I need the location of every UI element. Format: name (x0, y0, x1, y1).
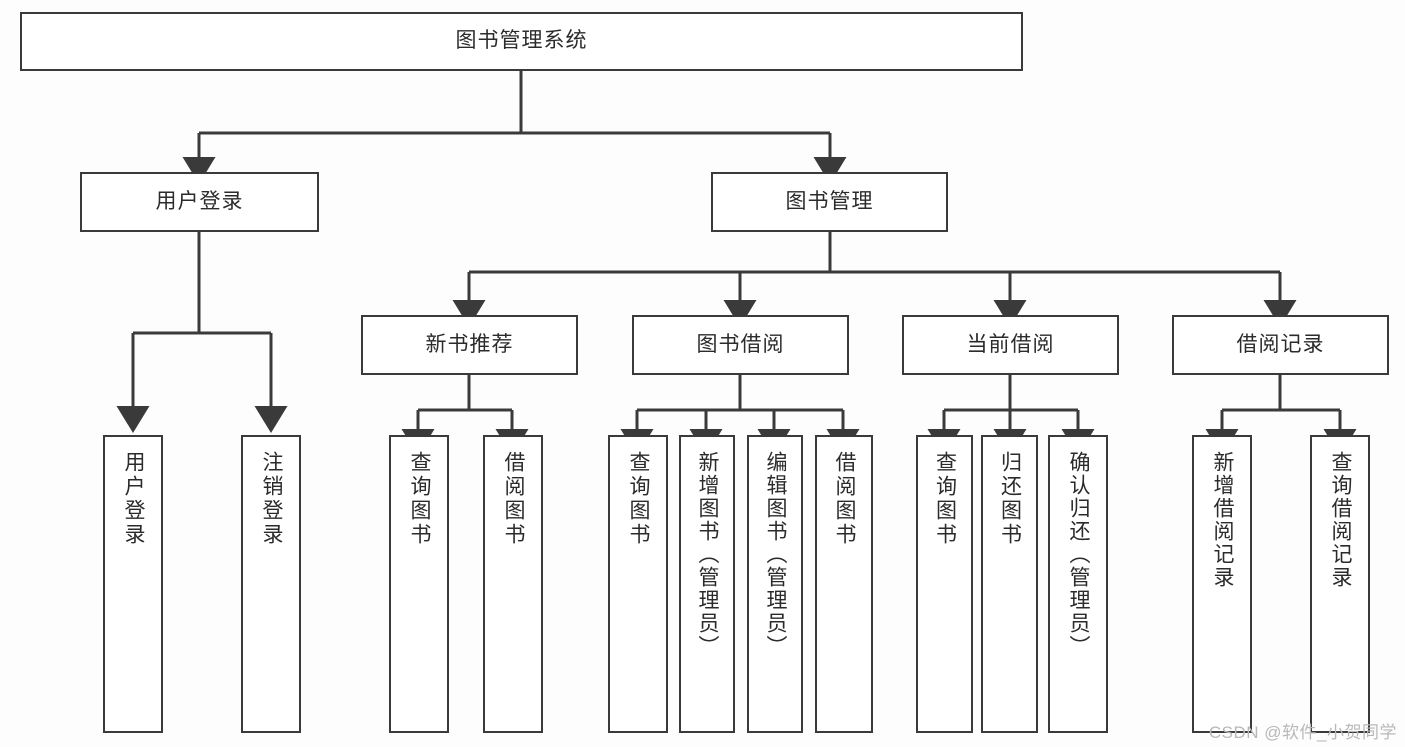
node-leaf-confirm-return-admin[interactable]: 确认归还（管理员） (1048, 435, 1108, 733)
node-label: 当前借阅 (966, 332, 1055, 356)
node-label: 新增借阅记录 (1211, 451, 1235, 589)
node-current-borrow[interactable]: 当前借阅 (902, 315, 1119, 375)
node-label: 图书借阅 (696, 332, 785, 356)
node-label: 注销登录 (260, 451, 284, 547)
node-leaf-query-borrow-record[interactable]: 查询借阅记录 (1310, 435, 1370, 733)
node-leaf-borrow-book-recommend[interactable]: 借阅图书 (483, 435, 543, 733)
node-root-system[interactable]: 图书管理系统 (20, 12, 1023, 71)
watermark: CSDN @软件_小贺同学 (1208, 723, 1397, 742)
node-label: 查询图书 (933, 451, 957, 547)
node-label: 图书管理 (785, 189, 874, 213)
node-label: 查询借阅记录 (1329, 451, 1353, 589)
node-label: 新增图书（管理员） (696, 451, 720, 658)
node-label: 确认归还（管理员） (1067, 451, 1091, 658)
node-leaf-query-book-borrow[interactable]: 查询图书 (608, 435, 668, 733)
node-leaf-query-book-current[interactable]: 查询图书 (916, 435, 973, 733)
node-label: 借阅图书 (502, 451, 526, 547)
node-leaf-add-borrow-record[interactable]: 新增借阅记录 (1192, 435, 1252, 733)
node-leaf-borrow-book[interactable]: 借阅图书 (815, 435, 873, 733)
node-label: 用户登录 (155, 189, 244, 213)
node-label: 用户登录 (122, 451, 146, 547)
node-leaf-query-book-recommend[interactable]: 查询图书 (389, 435, 449, 733)
node-leaf-return-book[interactable]: 归还图书 (981, 435, 1038, 733)
node-label: 借阅记录 (1236, 332, 1325, 356)
node-user-login[interactable]: 用户登录 (80, 172, 319, 232)
node-label: 图书管理系统 (455, 29, 588, 53)
node-leaf-add-book-admin[interactable]: 新增图书（管理员） (679, 435, 735, 733)
node-label: 编辑图书（管理员） (764, 451, 788, 658)
node-leaf-user-login[interactable]: 用户登录 (103, 435, 163, 733)
node-label: 查询图书 (627, 451, 651, 547)
node-label: 新书推荐 (425, 332, 514, 356)
node-label: 归还图书 (998, 451, 1022, 547)
node-book-borrow[interactable]: 图书借阅 (632, 315, 849, 375)
node-label: 借阅图书 (833, 451, 857, 547)
node-borrow-records[interactable]: 借阅记录 (1172, 315, 1389, 375)
node-new-book-recommend[interactable]: 新书推荐 (361, 315, 578, 375)
node-label: 查询图书 (408, 451, 432, 547)
node-leaf-edit-book-admin[interactable]: 编辑图书（管理员） (747, 435, 803, 733)
node-book-management[interactable]: 图书管理 (711, 172, 948, 232)
node-leaf-user-logout[interactable]: 注销登录 (241, 435, 301, 733)
